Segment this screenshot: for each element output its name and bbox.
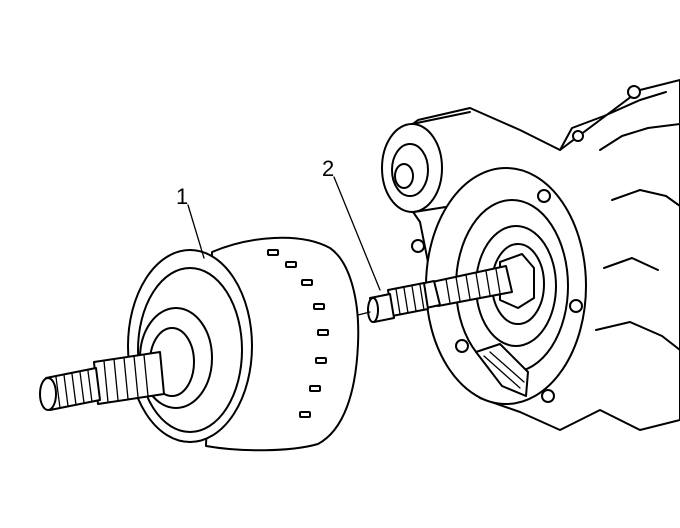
input-shaft [367, 265, 513, 323]
callout-1: 1 [176, 184, 205, 259]
callout-label-2: 2 [322, 156, 334, 181]
clutch-drum-assembly [39, 236, 360, 452]
drum-slots [267, 249, 329, 418]
leader-line-2 [333, 176, 381, 291]
callout-2: 2 [322, 156, 381, 291]
callout-label-1: 1 [176, 184, 188, 209]
leader-line-1 [187, 204, 205, 259]
transmission-housing [381, 79, 680, 431]
